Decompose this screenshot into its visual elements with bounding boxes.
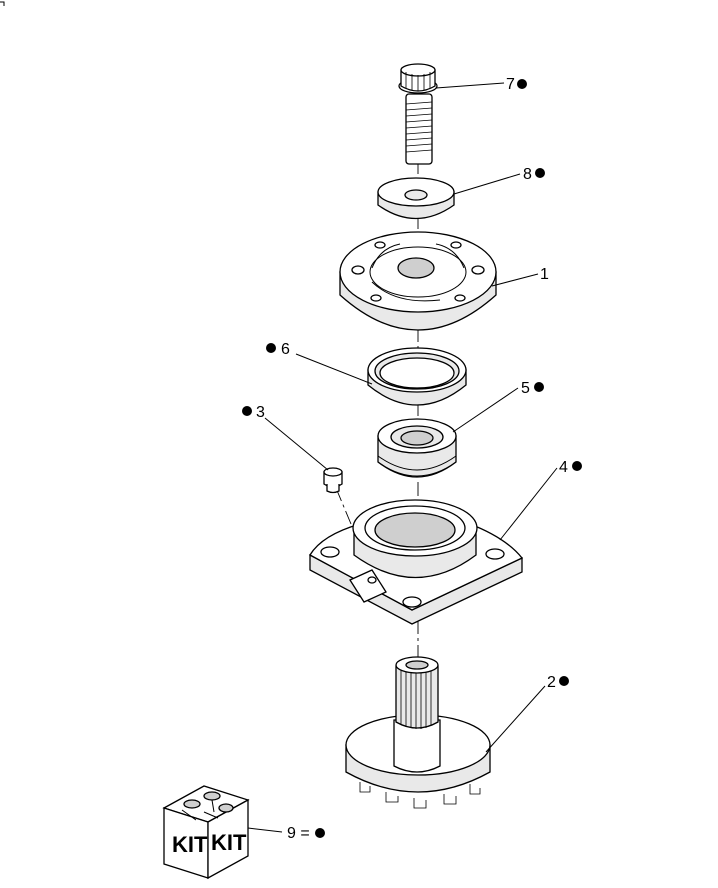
callout-1: 1 [540,266,549,283]
splined-shaft-part [345,656,491,809]
callout-7-dot [517,79,527,89]
callout-9-dot [315,828,325,838]
callout-4-dot [572,461,582,471]
callout-3-dot [242,406,252,416]
kit-label-left: KIT [172,832,208,857]
callout-7: 7 [506,76,515,93]
callout-3: 3 [256,404,265,421]
callout-6: 6 [281,341,290,358]
leader-lines [247,82,558,833]
callout-9: 9 = [287,825,310,842]
grease-fitting-part [323,467,343,494]
callout-6-dot [266,343,276,353]
housing-part [309,499,524,625]
seal-ring-part [367,347,467,406]
callout-labels: 7 8 1 6 5 3 4 2 9 = [242,76,582,842]
bolt-part [398,63,438,165]
callout-4: 4 [559,459,568,476]
kit-label-right: KIT [211,830,247,855]
flange-cap-part [339,231,497,331]
kit-box: KIT KIT [162,785,250,880]
callout-2: 2 [547,674,556,691]
bearing-part [377,418,457,478]
callout-5-dot [534,382,544,392]
callout-8: 8 [523,166,532,183]
callout-8-dot [535,168,545,178]
washer-part [377,177,455,220]
callout-5: 5 [521,380,530,397]
callout-2-dot [559,676,569,686]
corner-mark [0,1,5,6]
